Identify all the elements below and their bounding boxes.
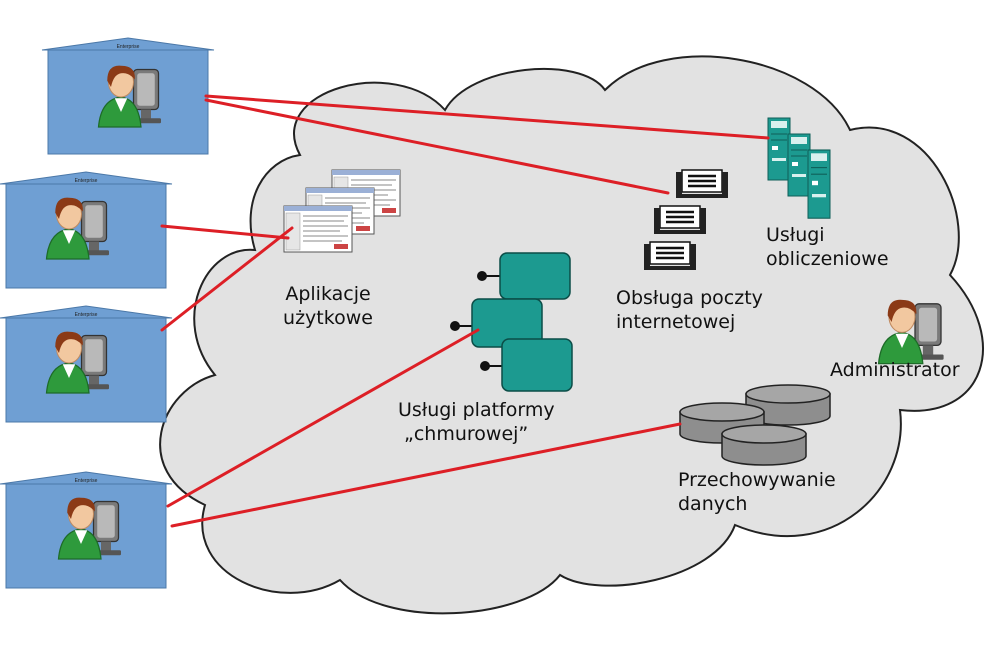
email-label: Obsługa poczty internetowej [616,287,763,333]
link-enterprise1-email [204,98,670,195]
cloud-shape [159,55,984,615]
enterprise-label: Enterprise [75,312,98,318]
enterprise-label: Enterprise [75,178,98,184]
link-enterprise4-platform [166,328,480,508]
enterprise-building-2: Enterprise [0,171,173,289]
storage-label: Przechowywanie danych [678,469,836,515]
link-enterprise4-storage [170,422,682,528]
compute-label: Usługi obliczeniowe [766,224,889,270]
enterprise-label: Enterprise [75,478,98,484]
link-enterprise3-applications [160,226,294,332]
platform-label: Usługi platformy „chmurowej” [398,399,555,445]
enterprise-building-1: Enterprise [41,37,215,155]
link-enterprise2-applications [160,224,290,240]
enterprise-label: Enterprise [117,44,140,50]
enterprise-building-3: Enterprise [0,305,173,423]
applications-label: Aplikacje użytkowe [283,283,373,329]
enterprise-building-4: Enterprise [0,471,173,589]
platform-blocks-icon [450,252,573,392]
administrator-label: Administrator [830,359,960,381]
link-enterprise1-compute [204,94,770,140]
